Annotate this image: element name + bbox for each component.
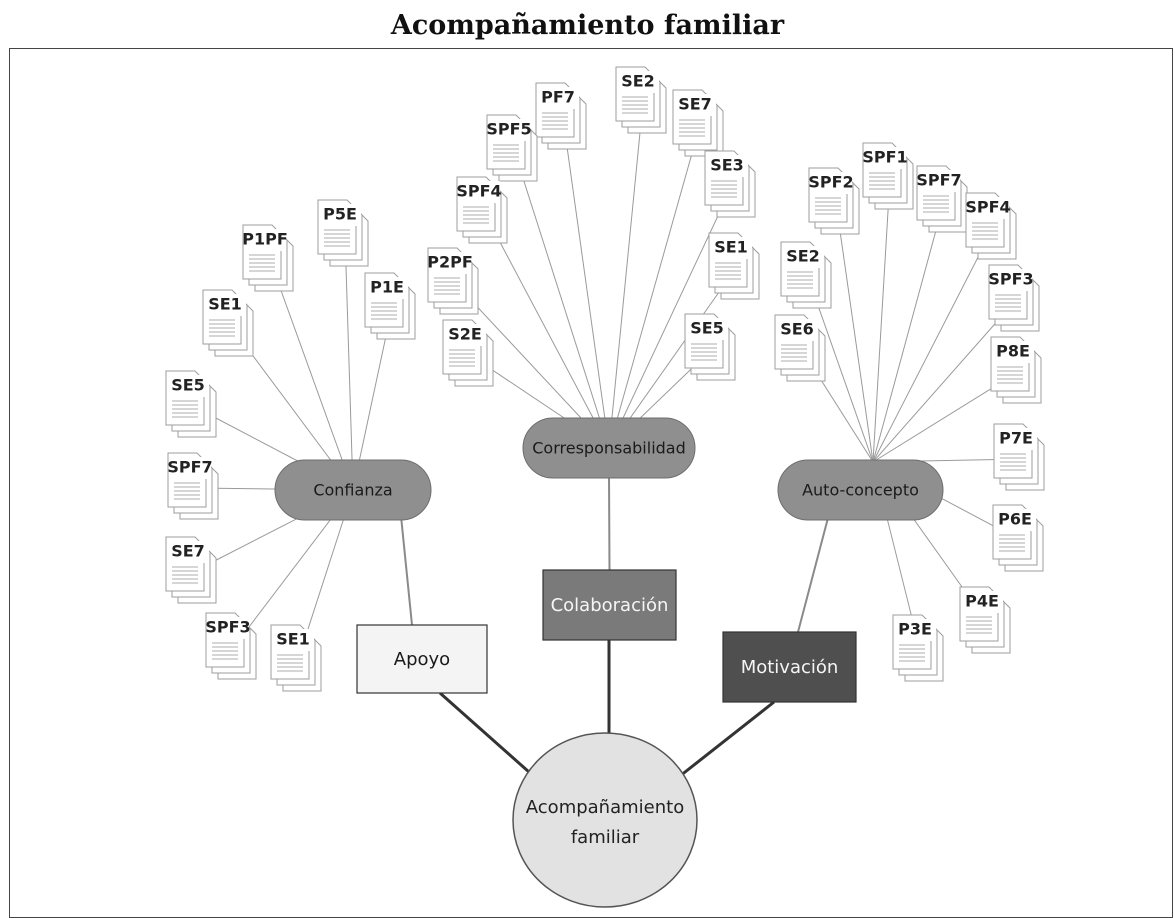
document-label: SE5 <box>171 376 205 395</box>
main-edge <box>679 700 775 778</box>
document-label: SPF3 <box>205 618 250 637</box>
document-label: SPF5 <box>486 120 531 139</box>
document-icon: SE7 <box>672 89 724 157</box>
document-label: SPF4 <box>965 198 1010 217</box>
document-icon: P8E <box>990 336 1042 404</box>
document-icon: SPF5 <box>486 114 538 182</box>
document-label: SPF7 <box>167 458 212 477</box>
document-icon: S2E <box>442 319 494 387</box>
document-label: SE1 <box>208 295 242 314</box>
branch-line <box>797 515 830 633</box>
root-label-line2: familiar <box>571 827 640 848</box>
subcategory-node <box>777 459 944 521</box>
document-label: P1PF <box>242 230 288 249</box>
page-title: Acompañamiento familiar <box>390 10 785 41</box>
connector-line <box>344 234 354 491</box>
document-icon: P3E <box>892 614 944 682</box>
connector-line <box>513 149 610 449</box>
connector-line <box>872 177 891 463</box>
document-label: P6E <box>998 510 1032 529</box>
document-label: SE7 <box>678 95 712 114</box>
category-box <box>356 624 488 694</box>
connector-line <box>872 227 994 463</box>
document-label: SE2 <box>621 72 655 91</box>
document-icon: P6E <box>992 504 1044 572</box>
document-icon: P2PF <box>427 247 479 315</box>
document-icon: SPF7 <box>167 452 219 520</box>
document-label: S2E <box>448 325 482 344</box>
document-icon: P5E <box>317 199 369 267</box>
document-icon: SE6 <box>774 314 826 382</box>
document-label: SE5 <box>690 319 724 338</box>
document-label: P5E <box>323 205 357 224</box>
document-icon: P1E <box>364 272 416 340</box>
document-label: SPF7 <box>916 171 961 190</box>
document-icon: SE3 <box>704 150 756 218</box>
document-label: SPF1 <box>862 148 907 167</box>
root-label-line1: Acompañamiento <box>526 797 684 818</box>
document-label: P4E <box>965 592 999 611</box>
connector-line <box>483 211 610 449</box>
document-icon: PF7 <box>535 82 587 150</box>
document-icon: SPF1 <box>862 142 914 210</box>
document-icon: SE1 <box>202 289 254 357</box>
document-icon: SPF3 <box>205 612 257 680</box>
subcategory-label: Confianza <box>313 481 392 500</box>
document-icon: SPF2 <box>808 167 860 235</box>
document-label: SE1 <box>714 238 748 257</box>
document-icon: SE1 <box>708 232 760 300</box>
subcategory-label: Corresponsabilidad <box>532 439 686 458</box>
branch-line <box>608 473 611 571</box>
branch-line <box>400 515 413 626</box>
category-label: Motivación <box>741 657 839 678</box>
document-icon: SE2 <box>780 241 832 309</box>
document-icon: SPF4 <box>965 192 1017 260</box>
document-icon: SPF3 <box>988 264 1040 332</box>
document-label: SPF4 <box>456 182 501 201</box>
connector-line <box>608 185 733 449</box>
document-icon: SE5 <box>684 313 736 381</box>
document-label: SE2 <box>786 247 820 266</box>
category-box <box>542 569 677 641</box>
document-label: P8E <box>996 342 1030 361</box>
document-label: SE3 <box>710 156 744 175</box>
document-label: SPF3 <box>988 270 1033 289</box>
document-icon: SE5 <box>165 370 217 438</box>
document-icon: P4E <box>959 586 1011 654</box>
document-label: SE1 <box>276 630 310 649</box>
subcategory-node <box>522 417 696 479</box>
document-label: PF7 <box>541 88 575 107</box>
document-icon: P1PF <box>242 224 294 292</box>
connector-line <box>835 202 874 463</box>
main-edge <box>439 691 539 782</box>
category-label: Colaboración <box>551 595 669 616</box>
category-box <box>722 631 857 703</box>
connector-line <box>562 117 610 449</box>
category-label: Apoyo <box>394 649 450 670</box>
document-label: SPF2 <box>808 173 853 192</box>
connector-line <box>872 200 945 463</box>
document-icon: SE1 <box>270 624 322 692</box>
subcategory-label: Auto-concepto <box>802 481 919 500</box>
document-icon: SPF7 <box>916 165 968 233</box>
document-label: SE7 <box>171 542 205 561</box>
connector-line <box>608 101 644 449</box>
connector-line <box>608 124 701 449</box>
document-label: SE6 <box>780 320 814 339</box>
document-label: P7E <box>999 429 1033 448</box>
root-node <box>512 732 698 908</box>
document-icon: SE2 <box>615 66 667 134</box>
document-icon: P7E <box>993 423 1045 491</box>
document-label: P2PF <box>427 253 473 272</box>
document-icon: SE7 <box>165 536 217 604</box>
connector-line <box>872 299 1017 463</box>
document-label: P3E <box>898 620 932 639</box>
connector-line <box>269 259 354 491</box>
document-label: P1E <box>370 278 404 297</box>
document-icon: SPF4 <box>456 176 508 244</box>
subcategory-node <box>274 459 432 521</box>
